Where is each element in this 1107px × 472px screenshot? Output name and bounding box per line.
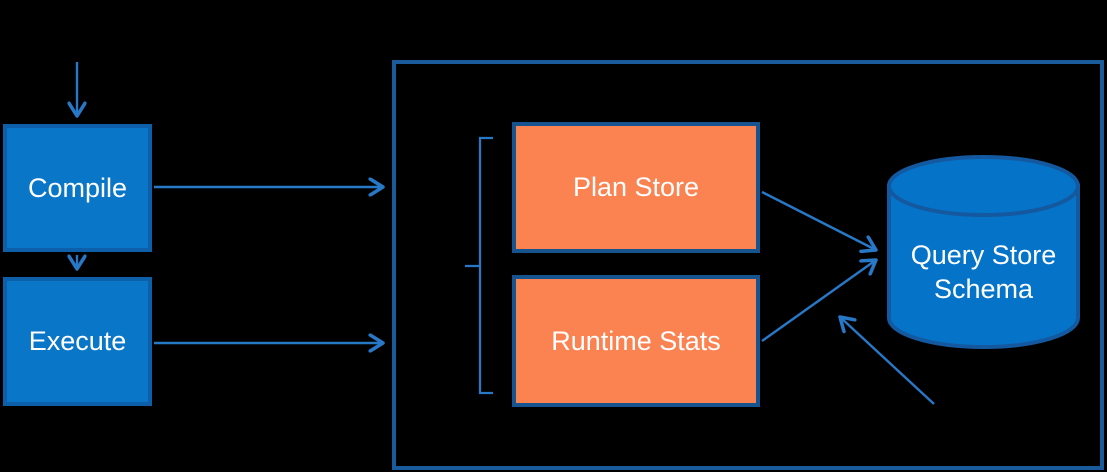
group-bracket	[465, 136, 493, 395]
arrow-runtime-stats-to-schema	[761, 260, 876, 342]
database-cylinder-icon	[887, 155, 1080, 349]
node-query-store-schema-label: Query Store Schema	[910, 240, 1057, 304]
node-plan-store-label: Plan Store	[572, 172, 700, 203]
node-runtime-stats: Runtime Stats	[512, 275, 760, 407]
node-runtime-stats-label: Runtime Stats	[551, 325, 721, 356]
node-plan-store: Plan Store	[512, 122, 760, 253]
node-execute: Execute	[3, 277, 152, 406]
arrow-bottom-to-schema	[840, 317, 935, 405]
node-compile-label: Compile	[27, 172, 128, 203]
node-execute-label: Execute	[28, 326, 127, 357]
node-compile: Compile	[3, 124, 152, 252]
arrow-plan-store-to-schema	[761, 190, 876, 250]
query-store-container-box	[392, 60, 1104, 470]
